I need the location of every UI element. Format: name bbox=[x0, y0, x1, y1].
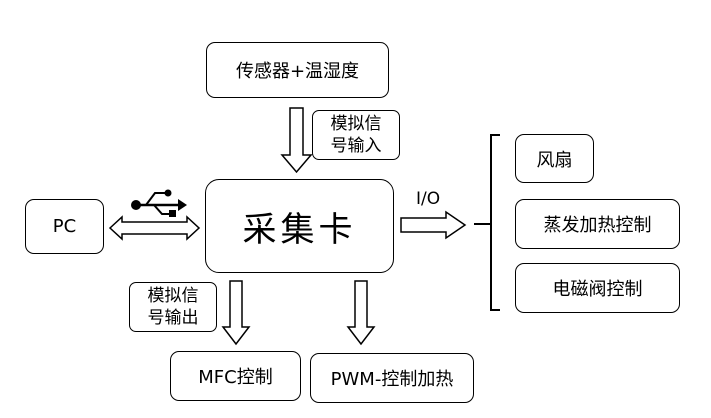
io-label: I/O bbox=[416, 189, 441, 209]
analog-output-label: 模拟信 号输出 bbox=[129, 282, 217, 332]
analog-output-line2: 号输出 bbox=[147, 308, 199, 328]
analog-input-label: 模拟信 号输入 bbox=[312, 110, 400, 160]
output-bracket bbox=[474, 134, 500, 311]
evaporation-heating-box: 蒸发加热控制 bbox=[515, 199, 680, 249]
arrow-pc-card-bidirectional bbox=[108, 215, 201, 241]
mfc-box: MFC控制 bbox=[170, 351, 301, 401]
analog-input-line1: 模拟信 bbox=[330, 114, 382, 134]
arrow-card-to-pwm bbox=[346, 280, 376, 346]
pwm-box: PWM-控制加热 bbox=[310, 353, 474, 403]
sensor-box: 传感器+温湿度 bbox=[206, 42, 389, 98]
arrow-card-to-outputs bbox=[400, 210, 467, 240]
analog-output-line1: 模拟信 bbox=[147, 286, 199, 306]
arrow-card-to-mfc bbox=[221, 280, 251, 346]
pwm-label: PWM-控制加热 bbox=[330, 369, 454, 390]
acquisition-card-box: 采集卡 bbox=[205, 179, 394, 273]
fan-box: 风扇 bbox=[515, 134, 594, 183]
analog-input-line2: 号输入 bbox=[330, 136, 382, 156]
solenoid-valve-label: 电磁阀控制 bbox=[552, 279, 643, 300]
mfc-label: MFC控制 bbox=[198, 367, 273, 388]
pc-label: PC bbox=[52, 216, 77, 237]
solenoid-valve-box: 电磁阀控制 bbox=[515, 263, 680, 313]
usb-icon bbox=[131, 189, 187, 217]
acquisition-card-label: 采集卡 bbox=[242, 209, 357, 250]
sensor-label: 传感器+温湿度 bbox=[235, 61, 360, 82]
pc-box: PC bbox=[25, 199, 104, 254]
arrow-sensor-to-card bbox=[280, 107, 313, 174]
evaporation-heating-label: 蒸发加热控制 bbox=[543, 215, 652, 236]
fan-label: 风扇 bbox=[536, 149, 573, 171]
